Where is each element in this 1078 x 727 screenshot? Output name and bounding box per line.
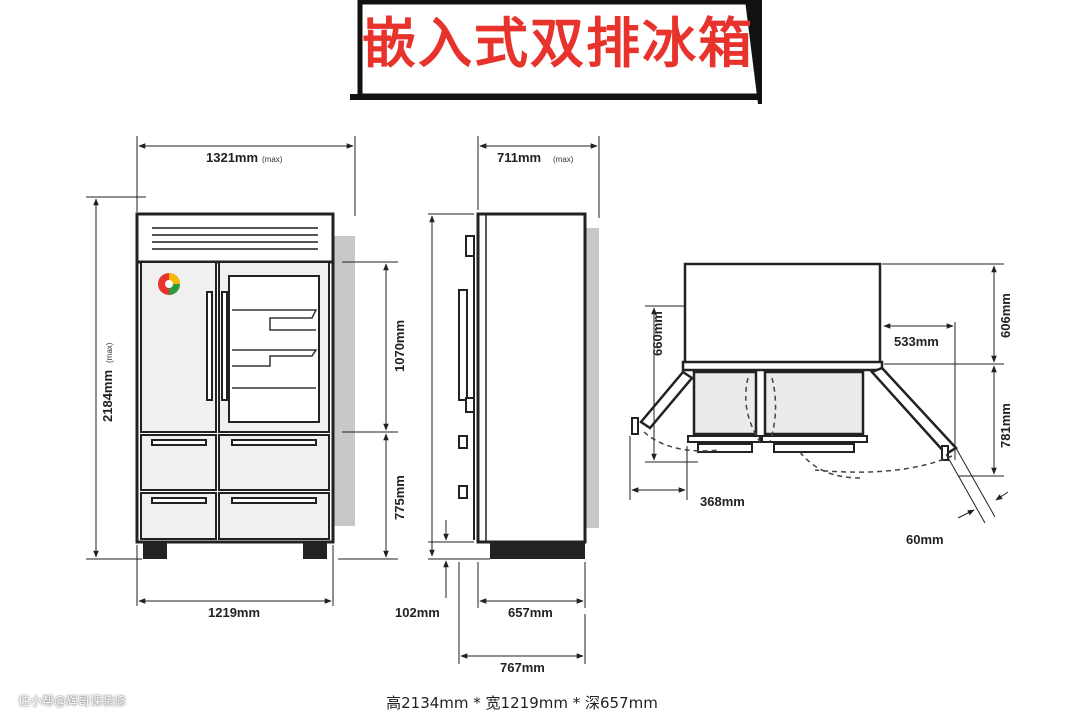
swing-depth-label: 781mm xyxy=(998,403,1013,448)
left-door-handle xyxy=(206,291,213,401)
front-view: 1321mm (max) 2184mm (max) 1219mm 1070mm … xyxy=(86,136,407,620)
brand-logo xyxy=(158,273,180,295)
dimension-caption: 高2134mm * 宽1219mm * 深657mm xyxy=(386,694,658,712)
lower-height-label: 775mm xyxy=(392,475,407,520)
top-view: 660mm 606mm 533mm 781mm 368mm xyxy=(629,262,1013,547)
front-height-max-suffix: (max) xyxy=(105,342,114,363)
front-width-max-suffix: (max) xyxy=(262,155,283,164)
front-height-max-label: 2184mm xyxy=(100,370,115,422)
left-door xyxy=(140,261,217,433)
top-depth-label: 606mm xyxy=(998,293,1013,338)
side-shadow xyxy=(585,228,599,528)
door-gap-label: 60mm xyxy=(906,532,944,547)
side-body xyxy=(476,212,587,544)
side-toe-kick xyxy=(490,542,585,559)
top-grille xyxy=(135,212,335,264)
open-drawer-left xyxy=(692,370,758,436)
right-door-handle xyxy=(221,291,228,401)
left-open-door xyxy=(639,370,694,430)
door-offset-label: 533mm xyxy=(894,334,939,349)
door-width-label: 368mm xyxy=(700,494,745,509)
foot xyxy=(143,542,167,559)
front-width-label: 1219mm xyxy=(208,605,260,620)
left-clearance-label: 660mm xyxy=(650,311,665,356)
front-shadow xyxy=(333,236,355,526)
title-banner xyxy=(350,0,762,104)
side-depth-max-label: 711mm xyxy=(497,150,541,165)
front-width-max-label: 1321mm xyxy=(206,150,258,165)
upper-height-label: 1070mm xyxy=(392,320,407,372)
watermark: 住小帮@辉哥课装修 xyxy=(18,694,127,708)
side-depth-with-door-label: 767mm xyxy=(500,660,545,675)
glass-window xyxy=(228,275,320,423)
side-depth-label: 657mm xyxy=(508,605,553,620)
side-view: 711mm (max) 102mm 657mm 767mm xyxy=(395,136,600,675)
open-drawer-right xyxy=(763,370,865,436)
toe-kick-label: 102mm xyxy=(395,605,440,620)
page-title: 嵌入式双排冰箱 xyxy=(362,12,754,75)
side-depth-max-suffix: (max) xyxy=(553,155,574,164)
top-view-body xyxy=(683,262,882,366)
foot xyxy=(303,542,327,559)
right-open-door xyxy=(869,366,958,456)
